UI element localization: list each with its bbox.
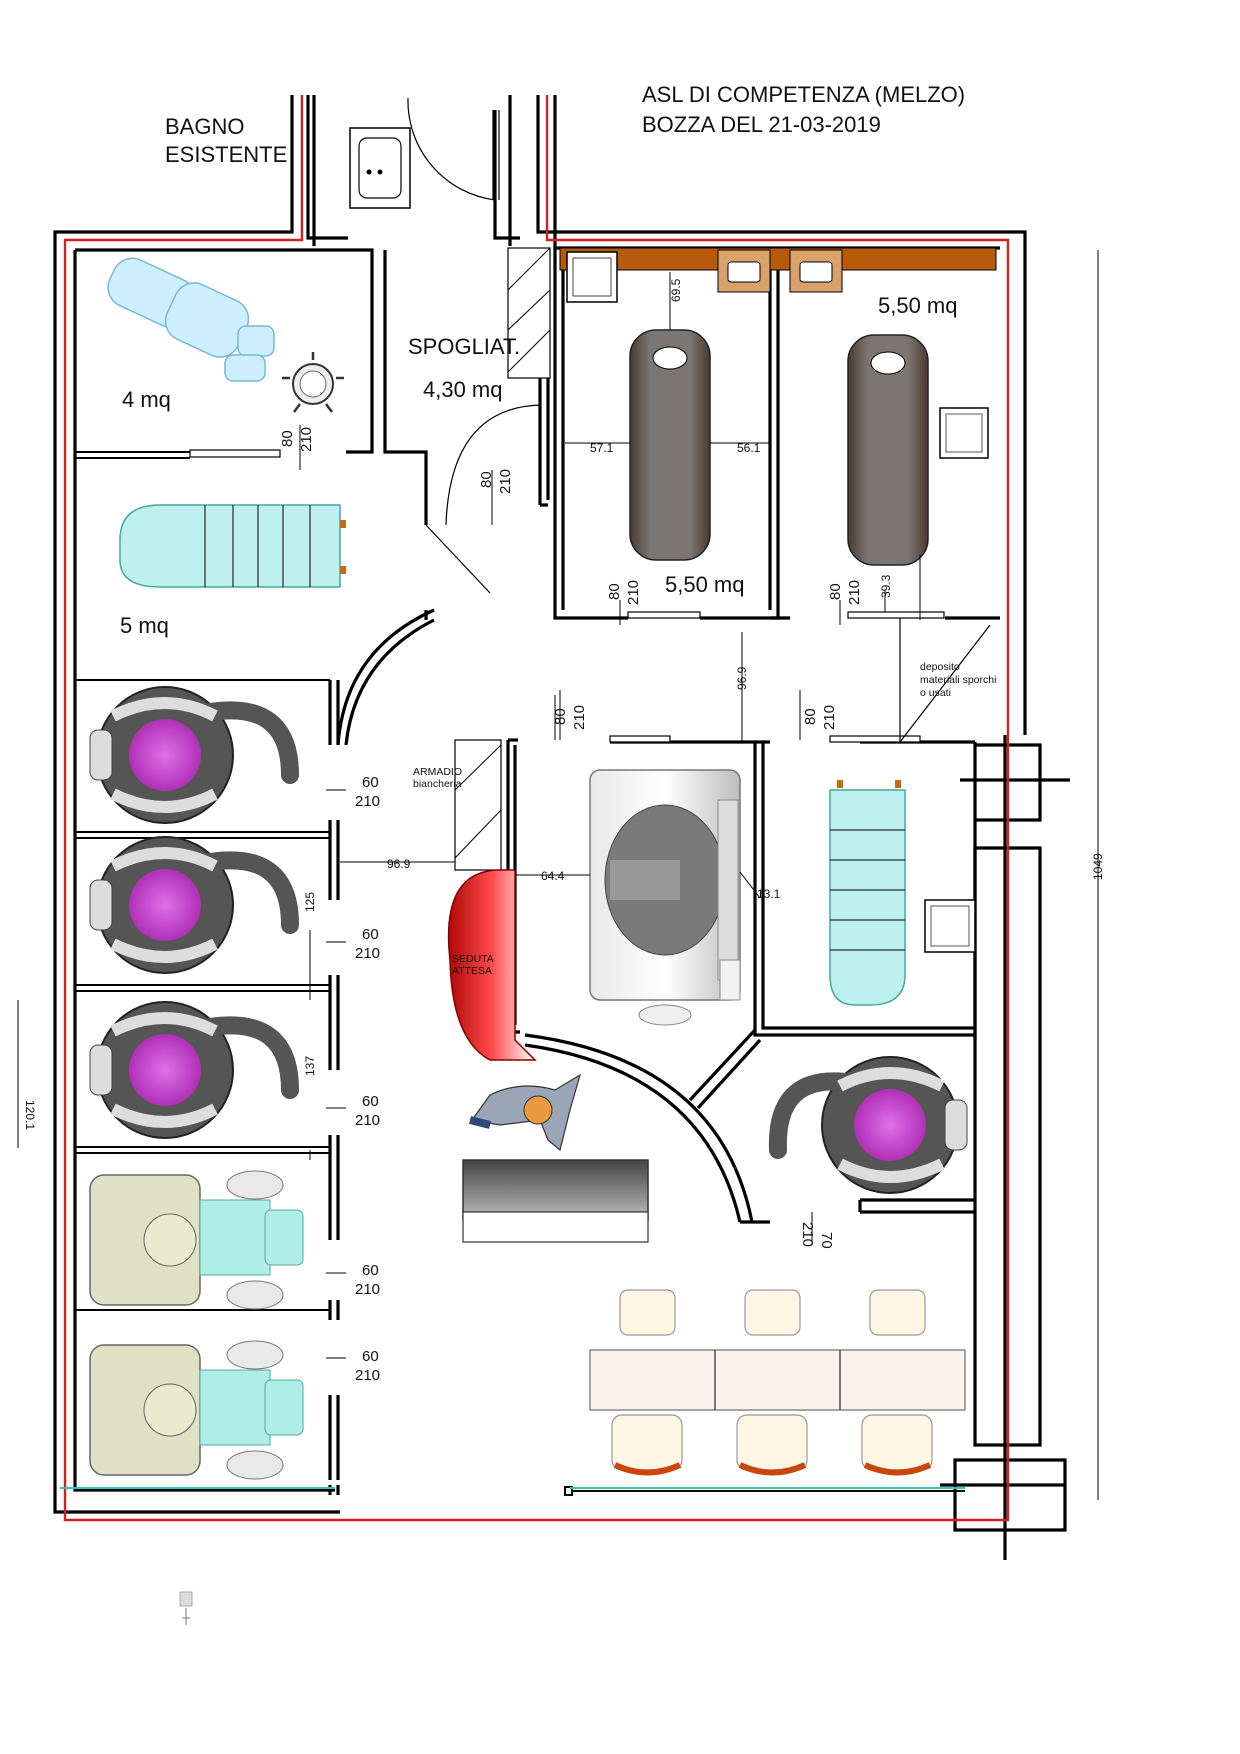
- door-70: 70: [818, 1232, 835, 1249]
- stool-bed-right: [924, 899, 976, 953]
- waiting-seat: [447, 869, 537, 1061]
- person-figure: [469, 1073, 581, 1152]
- door-210-g: 210: [799, 1222, 816, 1247]
- reception-desk: [462, 1159, 649, 1243]
- small-symbol: [179, 1591, 193, 1625]
- dimension-lines-massage: [565, 272, 886, 625]
- dim-125: 125: [303, 892, 317, 912]
- round-stool-4mq: [282, 352, 344, 413]
- seduta-label-1: SEDUTA: [452, 953, 494, 965]
- door-210-e: 210: [571, 705, 588, 730]
- door-210-3: 210: [355, 1112, 380, 1129]
- door-60-2: 60: [362, 926, 379, 943]
- door-210-f: 210: [821, 705, 838, 730]
- door-80-e: 80: [552, 708, 569, 725]
- dim-137: 137: [303, 1056, 317, 1076]
- dim-57-1: 57.1: [590, 441, 614, 455]
- bagno-label-1: BAGNO: [165, 114, 244, 139]
- deposito-label-1: deposito: [920, 661, 960, 673]
- massage-couch-left: [629, 329, 711, 561]
- dim-39-3: 39.3: [879, 574, 893, 598]
- dim-64-4: 64.4: [541, 869, 565, 883]
- room-550-left-label: 5,50 mq: [665, 572, 745, 597]
- seduta-label-2: ATTESA: [452, 965, 492, 977]
- spogliat-label: SPOGLIAT.: [408, 334, 520, 359]
- dim-69-5: 69.5: [669, 278, 683, 302]
- door-80-d: 80: [827, 583, 844, 600]
- purple-chair-2: [89, 836, 299, 974]
- bagno-label-2: ESISTENTE: [165, 142, 287, 167]
- doors: [189, 97, 991, 743]
- pedicure-chair-1: [89, 1170, 304, 1310]
- header-line-1: ASL DI COMPETENZA (MELZO): [642, 82, 965, 107]
- locker-shelf: [507, 247, 551, 379]
- door-210-4: 210: [355, 1281, 380, 1298]
- door-60-5: 60: [362, 1348, 379, 1365]
- door-210-b: 210: [497, 469, 514, 494]
- door-60-4: 60: [362, 1262, 379, 1279]
- dim-120-1: 120.1: [23, 1100, 37, 1130]
- dim-56-1: 56.1: [737, 441, 761, 455]
- armadio-shelf: [454, 739, 502, 871]
- door-210-2: 210: [355, 945, 380, 962]
- treatment-bed-right: [829, 780, 906, 1006]
- door-80-f: 80: [802, 708, 819, 725]
- armadio-label-1: ARMADIO: [413, 766, 462, 778]
- purple-chair-1: [89, 686, 299, 824]
- stool-right: [939, 407, 989, 459]
- header-line-2: BOZZA DEL 21-03-2019: [642, 112, 881, 137]
- door-210-5: 210: [355, 1367, 380, 1384]
- deposito-label-2: materiali sporchi: [920, 674, 996, 686]
- door-60-3: 60: [362, 1093, 379, 1110]
- room-4mq-label: 4 mq: [122, 387, 171, 412]
- door-80-b: 80: [478, 471, 495, 488]
- room-550-right-label: 5,50 mq: [878, 293, 958, 318]
- bathroom-sink: [349, 127, 411, 209]
- dim-96-9-h: 96.9: [387, 857, 411, 871]
- red-outline: [63, 95, 1010, 1522]
- treatment-bed-5mq: [119, 504, 346, 588]
- door-210-d: 210: [846, 580, 863, 605]
- dim-1049: 1049: [1091, 853, 1105, 880]
- armadio-label-2: biancheria: [413, 778, 462, 790]
- door-210-1: 210: [355, 793, 380, 810]
- manicure-table: [589, 1349, 966, 1411]
- door-60-1: 60: [362, 774, 379, 791]
- door-80-c: 80: [606, 583, 623, 600]
- purple-chair-4: [768, 1056, 968, 1194]
- door-210-c: 210: [625, 580, 642, 605]
- deposito-label-3: o usati: [920, 687, 951, 699]
- door-210-a: 210: [298, 427, 315, 452]
- dim-13-1: 13.1: [757, 887, 781, 901]
- spogliat-area: 4,30 mq: [423, 377, 503, 402]
- pedicure-chair-2: [89, 1340, 304, 1480]
- room-5mq-label: 5 mq: [120, 613, 169, 638]
- purple-chair-3: [89, 1001, 299, 1139]
- dimension-lines: [17, 250, 1099, 1500]
- counter-brown: [559, 247, 997, 303]
- dim-96-9-v: 96.9: [735, 666, 749, 690]
- dental-chair-4mq: [107, 257, 275, 382]
- tanning-tube: [589, 769, 741, 1026]
- door-80-a: 80: [279, 430, 296, 447]
- massage-couch-right: [847, 334, 929, 566]
- manicure-chairs: [611, 1289, 933, 1476]
